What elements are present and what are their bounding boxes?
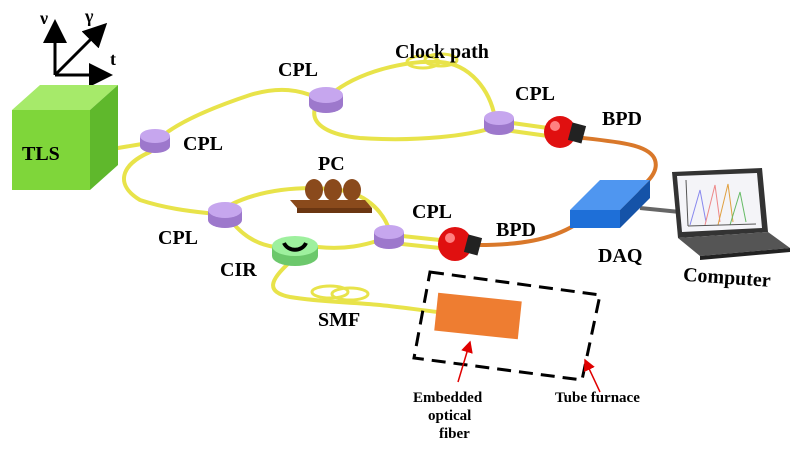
coupler-top xyxy=(309,87,343,113)
embedded-fiber-label-3: fiber xyxy=(439,426,470,442)
tube-furnace xyxy=(412,270,602,382)
computer-laptop xyxy=(672,168,790,260)
cpl-top-right-label: CPL xyxy=(515,83,555,105)
cpl-top-label: CPL xyxy=(278,59,318,81)
cpl-mid-left-label: CPL xyxy=(158,227,198,249)
coupler-mid-left xyxy=(208,202,242,228)
smf-label: SMF xyxy=(318,309,360,331)
embedded-fiber-sample xyxy=(434,292,522,340)
embedded-fiber-arrow xyxy=(457,340,473,383)
circulator xyxy=(272,236,318,266)
tls-box: TLS xyxy=(12,85,118,190)
cir-label: CIR xyxy=(220,259,257,281)
pc-label: PC xyxy=(318,153,345,175)
clock-path-label: Clock path xyxy=(395,41,489,63)
axis-gamma-label: γ xyxy=(84,6,94,26)
tube-furnace-arrow xyxy=(584,358,601,393)
axes-indicator: ν γ t xyxy=(39,6,116,87)
bpd-bottom-label: BPD xyxy=(496,219,536,241)
embedded-fiber-label-1: Embedded xyxy=(413,390,483,406)
bpd-bottom xyxy=(438,227,483,261)
circulator-arrow-icon xyxy=(282,241,308,252)
axis-v-label: ν xyxy=(39,8,48,28)
cpl-left-label: CPL xyxy=(183,133,223,155)
embedded-fiber-label-2: optical xyxy=(428,408,471,424)
daq-computer-cable xyxy=(639,206,681,214)
coupler-top-right xyxy=(484,111,514,135)
cpl-mid-right-label: CPL xyxy=(412,201,452,223)
tls-label: TLS xyxy=(22,143,60,165)
daq-label: DAQ xyxy=(598,245,642,267)
daq-box xyxy=(570,180,650,228)
screen-plot-icon xyxy=(685,179,757,227)
axis-t-label: t xyxy=(110,49,116,69)
computer-label: Computer xyxy=(682,264,771,292)
coupler-mid-right xyxy=(374,225,404,249)
fiber-network xyxy=(116,52,550,314)
bpd-top-label: BPD xyxy=(602,108,642,130)
coupler-left xyxy=(140,129,170,153)
polarization-controller xyxy=(290,179,372,213)
tube-furnace-label: Tube furnace xyxy=(555,390,640,406)
bpd-top xyxy=(544,116,587,148)
